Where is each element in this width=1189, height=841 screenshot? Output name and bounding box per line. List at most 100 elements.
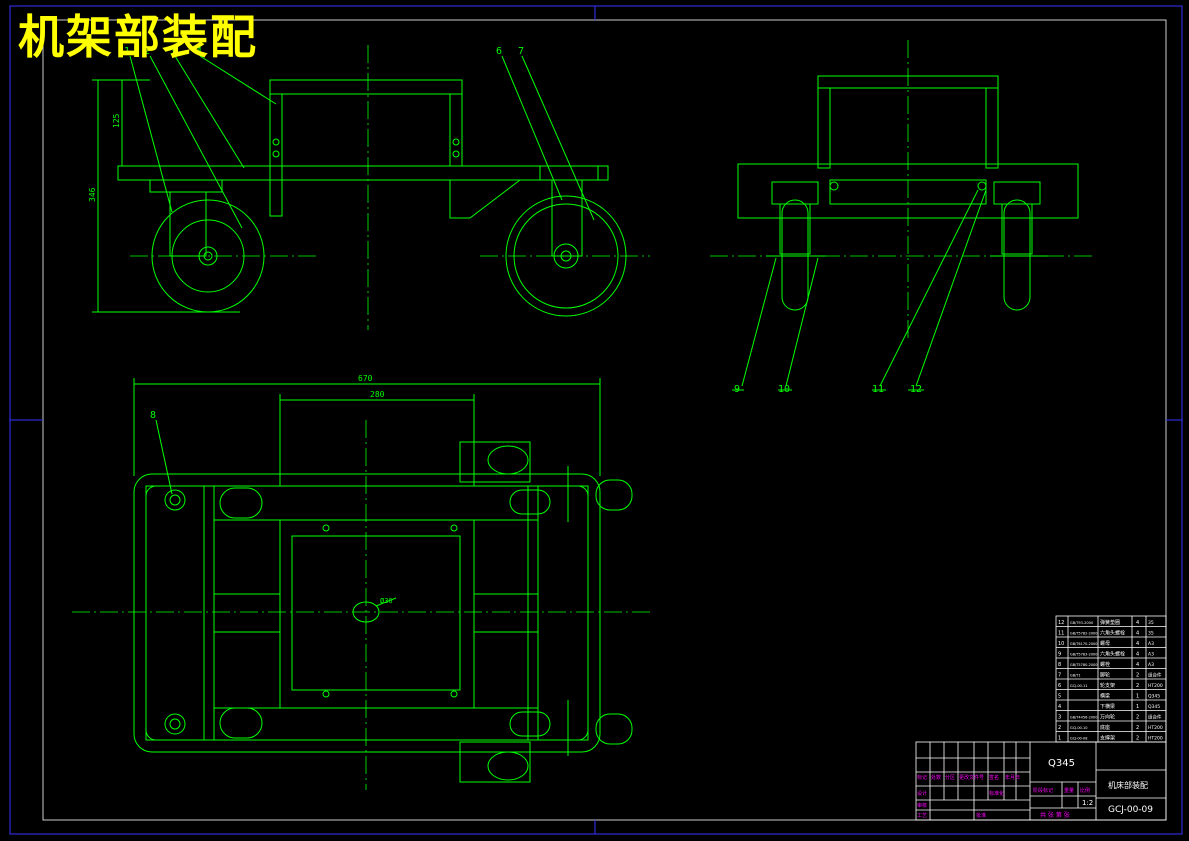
bom-cell-name: 万向轮 [1100,713,1115,720]
balloon-1: 1 [124,46,130,57]
bom-cell-material: 组合件 [1148,713,1162,720]
bom-cell-qty: 2 [1136,735,1139,741]
bom-cell-no: 9 [1058,651,1061,657]
bom-cell-name: 六角头螺栓 [1100,629,1125,636]
bom-cell-name: 脚轮 [1100,671,1110,678]
label-change-doc: 更改文件号 [959,774,984,781]
balloon-9: 9 [734,384,740,395]
bom-cell-code: GCJ-00-10 [1070,726,1088,730]
bom-cell-material: HT200 [1148,735,1163,741]
bom-cell-no: 11 [1058,630,1064,636]
bom-cell-no: 4 [1058,704,1061,710]
balloon-7: 7 [518,46,524,57]
bom-cell-name: 螺母 [1100,640,1110,647]
bom-cell-code: GB/T1 [1070,673,1081,677]
bom-cell-code: GCJ-00-08 [1070,736,1088,740]
bom-cell-name: 弹簧垫圈 [1100,619,1120,626]
bom-cell-qty: 2 [1136,672,1139,678]
bom-cell-name: 六角头螺栓 [1100,650,1125,657]
dim-hole-diameter: Ø36 [380,597,393,605]
bom-cell-name: 横梁 [1100,692,1110,699]
label-zone: 分区 [945,774,955,781]
bom-cell-qty: 2 [1136,714,1139,720]
bom-cell-no: 3 [1058,714,1061,720]
title-block-material: Q345 [1048,758,1075,769]
bom-cell-no: 6 [1058,683,1061,689]
balloon-2: 2 [144,46,150,57]
label-scale: 比例 [1080,787,1090,794]
balloon-12: 12 [910,384,922,395]
bom-cell-no: 10 [1058,641,1064,647]
label-weight: 重量 [1064,787,1074,794]
bom-cell-name: 轮支架 [1100,682,1115,689]
bom-cell-no: 1 [1058,735,1061,741]
bom-cell-code: GB/T6170-2000 [1070,642,1098,646]
bom-cell-code: GB/T93-2000 [1070,621,1093,625]
label-mark: 标记 [917,774,927,781]
bom-cell-code: GB/T5782-2000 [1070,631,1098,635]
bom-cell-code: GB/T5783-2000 [1070,652,1098,656]
bom-cell-name: 底座 [1100,724,1110,731]
balloon-3: 3 [170,46,176,57]
title-block-drawing-no: GCJ-00-09 [1108,805,1153,815]
title-block-scale: 1:2 [1082,799,1093,807]
bom-cell-no: 7 [1058,672,1061,678]
balloon-10: 10 [778,384,790,395]
bom-cell-no: 12 [1058,620,1064,626]
bom-cell-material: HT200 [1148,683,1163,689]
bom-cell-qty: 4 [1136,641,1139,647]
bom-cell-material: A3 [1148,662,1154,668]
bom-cell-material: A3 [1148,641,1154,647]
drawing-title: 机架部装配 [18,10,258,64]
bom-cell-qty: 4 [1136,630,1139,636]
bom-cell-no: 2 [1058,725,1061,731]
end-view [710,40,1095,391]
bom-cell-qty: 2 [1136,683,1139,689]
dim-height-upper: 125 [112,113,121,128]
balloon-8: 8 [150,410,156,421]
dim-plan-width-total: 670 [358,374,373,383]
title-block [915,741,1167,821]
dim-height-total: 346 [88,187,97,202]
bom-cell-material: A3 [1148,651,1154,657]
plan-view [72,378,650,790]
label-standardize: 标准化 [989,790,1004,797]
bom-cell-qty: 4 [1136,662,1139,668]
label-review: 审核 [917,802,927,809]
bom-cell-name: 下横梁 [1100,703,1115,710]
bom-cell-name: 螺栓 [1100,661,1110,668]
bom-cell-material: Q345 [1148,693,1160,699]
label-process: 工艺 [917,813,927,819]
title-block-sheet-info: 共 张 第 张 [1040,811,1070,819]
bom-cell-code: GB/T5780-2000 [1070,663,1098,667]
dim-plan-width-inner: 280 [370,390,385,399]
label-count: 处数 [931,774,941,781]
label-approve: 批准 [976,812,986,819]
bom-cell-qty: 1 [1136,704,1139,710]
balloon-11: 11 [872,384,884,395]
title-block-part-name: 机床部装配 [1108,780,1148,790]
balloon-4: 4 [196,46,202,57]
balloon-6: 6 [496,46,502,57]
side-view [92,45,650,330]
bom-cell-material: Q345 [1148,704,1160,710]
label-design: 设计 [917,790,927,797]
bom-cell-qty: 1 [1136,693,1139,699]
bom-cell-material: 35 [1148,620,1154,626]
label-signature: 签名 [989,774,999,781]
label-stage-mark: 阶段标记 [1033,787,1053,794]
bom-cell-no: 5 [1058,693,1061,699]
bom-cell-code: GB/T4456-2000 [1070,715,1098,719]
bom-cell-qty: 4 [1136,620,1139,626]
drawing-frame [9,5,1183,835]
bom-cell-qty: 4 [1136,651,1139,657]
bom-cell-qty: 2 [1136,725,1139,731]
bom-cell-name: 支撑架 [1100,734,1115,741]
bom-cell-material: 组合件 [1148,671,1162,678]
bom-cell-no: 8 [1058,662,1061,668]
bom-cell-material: HT200 [1148,725,1163,731]
bom-cell-code: GCJ-00-11 [1070,684,1088,688]
bom-cell-material: 35 [1148,630,1154,636]
